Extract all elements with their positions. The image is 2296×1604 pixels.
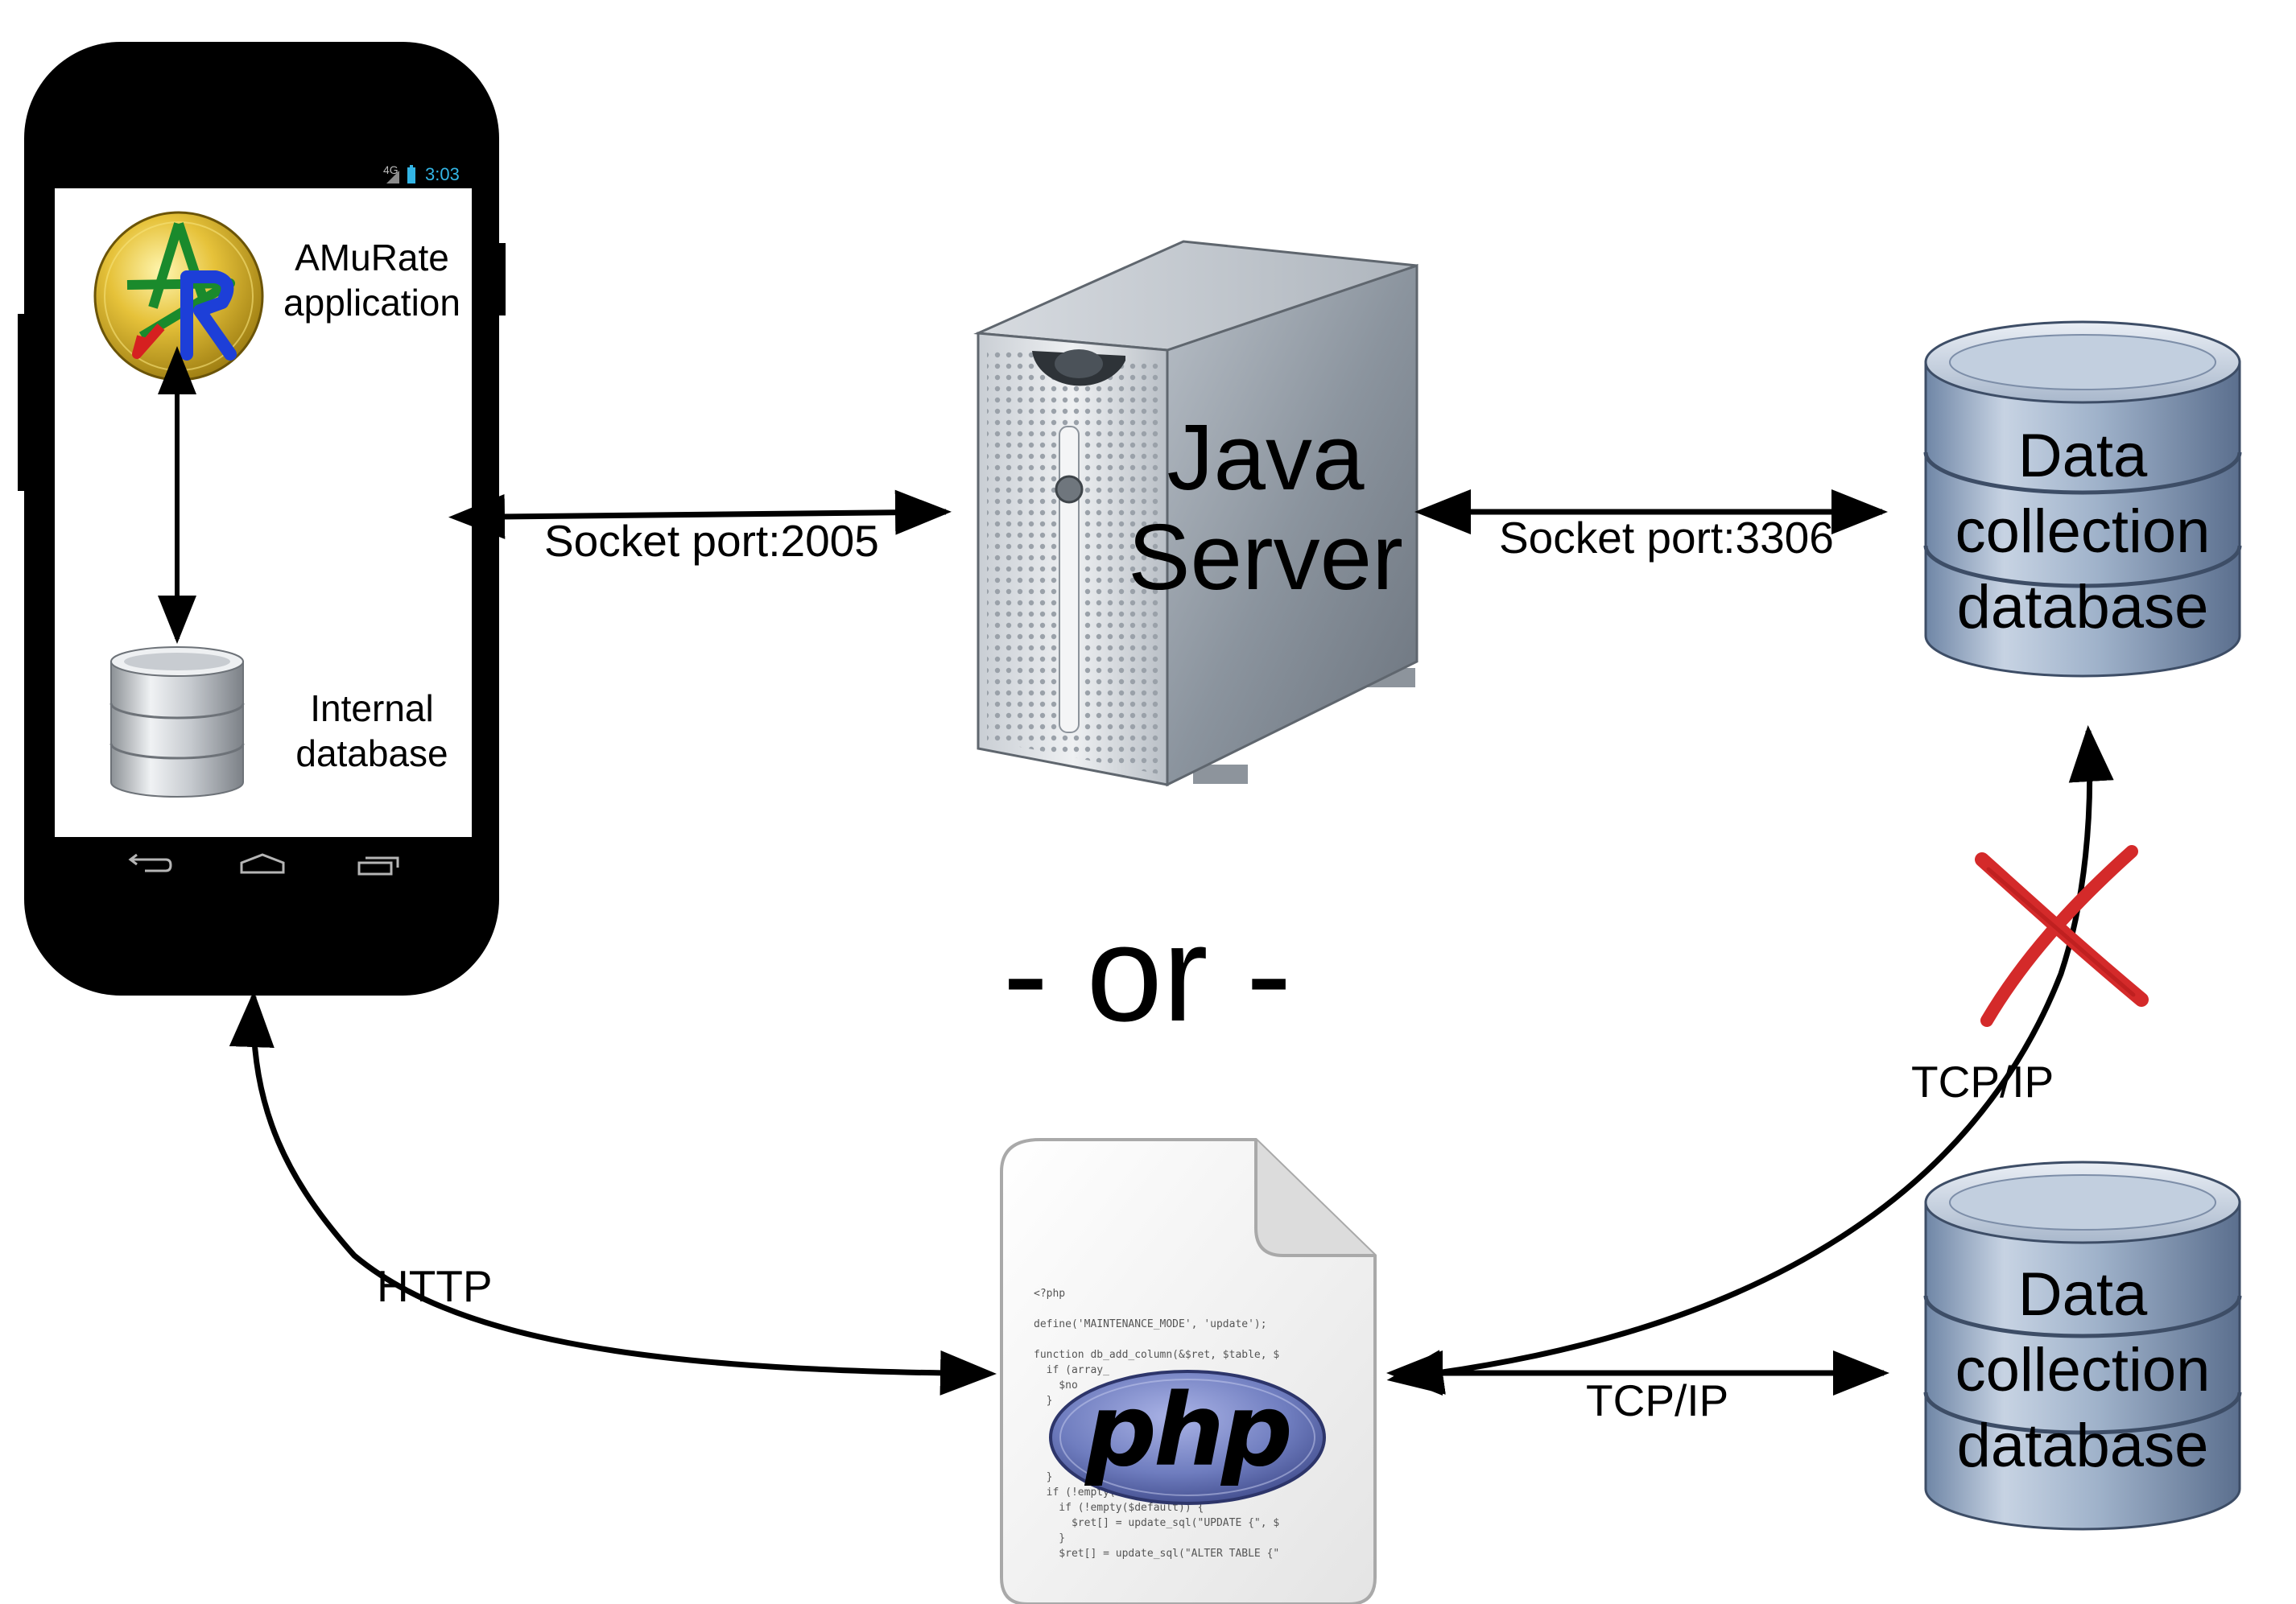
- socket-2005-arrow: [448, 489, 952, 539]
- data-db-top-line2: collection: [1955, 497, 2211, 566]
- data-db-bottom-label: Data collection database: [1914, 1257, 2252, 1484]
- php-code-line: }: [1034, 1395, 1053, 1407]
- internal-db-label: Internal database: [267, 686, 477, 776]
- java-server-icon: [973, 240, 1418, 787]
- php-code-line: if (array_: [1034, 1364, 1109, 1376]
- tcpip-bottom-label: TCP/IP: [1586, 1375, 1729, 1425]
- internal-db-line1: Internal: [310, 687, 434, 729]
- php-code-line: [1034, 1332, 1307, 1347]
- tcpip-top-label: TCP/IP: [1911, 1057, 2054, 1107]
- php-code-line: [1034, 1301, 1307, 1317]
- php-code-snippet: <?php define('MAINTENANCE_MODE', 'update…: [1034, 1286, 1307, 1564]
- android-phone: [18, 42, 506, 996]
- socket-3306-label: Socket port:3306: [1499, 513, 1834, 563]
- status-time: 3:03: [425, 164, 460, 184]
- app-label-line1: AMuRate: [295, 237, 449, 278]
- data-db-top-line1: Data: [2017, 422, 2148, 490]
- data-collection-database-top-icon: [1923, 320, 2242, 678]
- data-db-bottom-line2: collection: [1955, 1336, 2211, 1404]
- or-separator: - or -: [1002, 897, 1292, 1050]
- php-code-line: $ret[] = update_sql("UPDATE {", $: [1034, 1517, 1280, 1529]
- battery-icon: [407, 165, 415, 183]
- app-label-line2: application: [283, 282, 460, 324]
- app-label: AMuRate application: [267, 235, 477, 325]
- php-code-line: define('MAINTENANCE_MODE', 'update');: [1034, 1318, 1267, 1330]
- signal-icon: [386, 171, 399, 183]
- data-db-top-line3: database: [1956, 573, 2209, 641]
- php-logo-text: php: [1085, 1373, 1293, 1489]
- php-code-line: $no: [1034, 1379, 1078, 1392]
- status-network: 4G: [383, 163, 398, 176]
- internal-database-icon: [109, 646, 245, 798]
- java-server-label: Java Server: [1105, 407, 1427, 607]
- php-logo-icon: php: [1047, 1367, 1328, 1507]
- tcpip-top-arrow: [1386, 725, 2114, 1395]
- php-code-line: if (!empty($default)) {: [1034, 1502, 1204, 1514]
- recent-apps-icon[interactable]: [357, 856, 399, 876]
- amurate-logo-icon: [93, 211, 264, 381]
- internal-db-line2: database: [295, 732, 448, 774]
- java-server-line1: Java: [1167, 405, 1365, 509]
- data-db-top-label: Data collection database: [1914, 419, 2252, 645]
- php-code-line: <?php: [1034, 1288, 1066, 1300]
- http-arrow: [229, 991, 997, 1396]
- back-icon[interactable]: [128, 853, 172, 872]
- home-icon[interactable]: [240, 853, 285, 874]
- socket-2005-label: Socket port:2005: [544, 516, 879, 566]
- blocked-cross-icon: [1975, 845, 2149, 1027]
- php-code-line: function db_add_column(&$ret, $table, $: [1034, 1349, 1280, 1361]
- http-label: HTTP: [377, 1261, 493, 1311]
- java-server-line2: Server: [1128, 505, 1403, 609]
- php-code-line: }: [1034, 1471, 1053, 1483]
- data-db-bottom-line1: Data: [2017, 1260, 2148, 1329]
- php-code-line: $ret[] = update_sql("ALTER TABLE {": [1034, 1548, 1280, 1560]
- data-db-bottom-line3: database: [1956, 1412, 2209, 1480]
- php-code-line: }: [1034, 1532, 1066, 1544]
